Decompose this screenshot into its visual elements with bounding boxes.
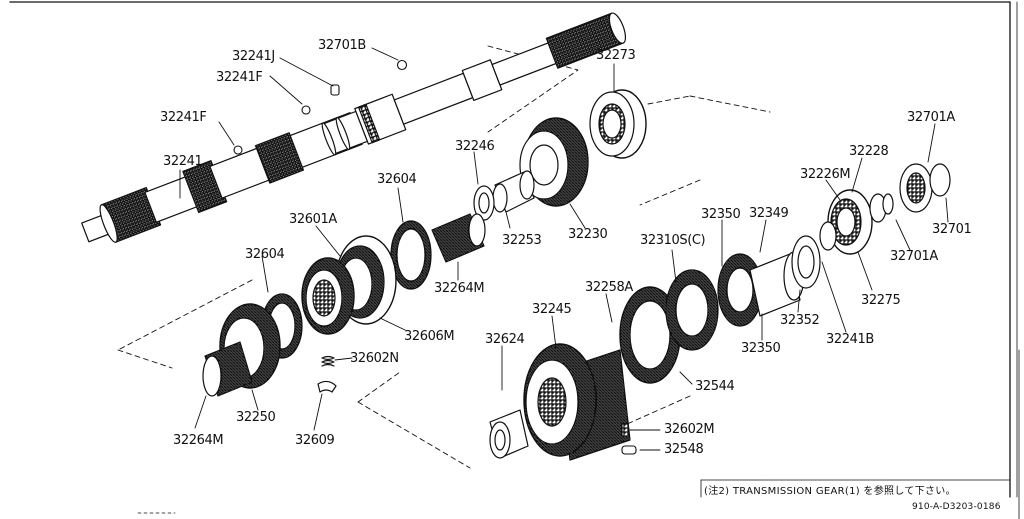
baulk-ring-upper: [390, 220, 432, 290]
label-32602N: 32602N: [350, 351, 399, 366]
label-32264M-lower: 32264M: [173, 433, 224, 448]
needle-bearing-lower: [202, 341, 253, 397]
page-frame: [9, 1, 1020, 519]
label-32273: 32273: [596, 48, 636, 63]
label-32245: 32245: [532, 302, 572, 317]
label-32258A: 32258A: [585, 280, 633, 295]
spring-32602N: [321, 355, 335, 367]
label-32310S-C: 32310S(C): [640, 233, 706, 248]
label-32701A-upper: 32701A: [907, 110, 955, 125]
label-32609: 32609: [295, 433, 335, 448]
label-32228: 32228: [849, 144, 889, 159]
label-32241: 32241: [163, 154, 203, 169]
counter-gear-cluster: [489, 269, 719, 461]
small-spring-and-ball: [621, 423, 637, 455]
bearing-32275: [819, 189, 873, 255]
needle-bearing-upper: [431, 213, 486, 263]
label-32350-upper: 32350: [701, 207, 741, 222]
label-32253: 32253: [502, 233, 542, 248]
label-32264M-upper: 32264M: [434, 281, 485, 296]
label-32241F-upper: 32241F: [216, 70, 263, 85]
label-32226M: 32226M: [800, 167, 851, 182]
footnote: (注2) TRANSMISSION GEAR(1) を参照して下さい。: [704, 486, 956, 497]
washer-32246: [473, 185, 495, 221]
collar-32253: [492, 170, 535, 213]
leader-lines: [179, 47, 949, 451]
label-32624: 32624: [485, 332, 525, 347]
label-32604-upper: 32604: [377, 172, 417, 187]
label-32230: 32230: [568, 227, 608, 242]
label-32350-lower: 32350: [741, 341, 781, 356]
label-32241F-lower: 32241F: [160, 110, 207, 125]
label-32246: 32246: [455, 139, 495, 154]
label-32604-lower: 32604: [245, 247, 285, 262]
synchro-assembly-right: [717, 235, 821, 327]
drawing-code: 910-A-D3203-0186: [912, 502, 1001, 512]
label-32241J: 32241J: [232, 49, 275, 64]
label-32241B: 32241B: [826, 332, 874, 347]
label-32544: 32544: [695, 379, 735, 394]
label-32701A-lower: 32701A: [890, 249, 938, 264]
coupling-sleeve: [301, 257, 355, 335]
label-32352: 32352: [780, 313, 820, 328]
label-32548: 32548: [664, 442, 704, 457]
ball-bearing-32273: [589, 89, 647, 159]
label-32601A: 32601A: [289, 212, 337, 227]
label-32701: 32701: [932, 222, 972, 237]
label-32275: 32275: [861, 293, 901, 308]
insert-32609: [317, 380, 337, 393]
label-32349: 32349: [749, 206, 789, 221]
steel-balls: [233, 59, 408, 155]
label-32602M: 32602M: [664, 422, 715, 437]
snap-rings: [869, 163, 951, 223]
label-32250: 32250: [236, 410, 276, 425]
main-shaft: [81, 12, 627, 243]
label-32701B: 32701B: [318, 38, 366, 53]
label-32606M: 32606M: [404, 329, 455, 344]
